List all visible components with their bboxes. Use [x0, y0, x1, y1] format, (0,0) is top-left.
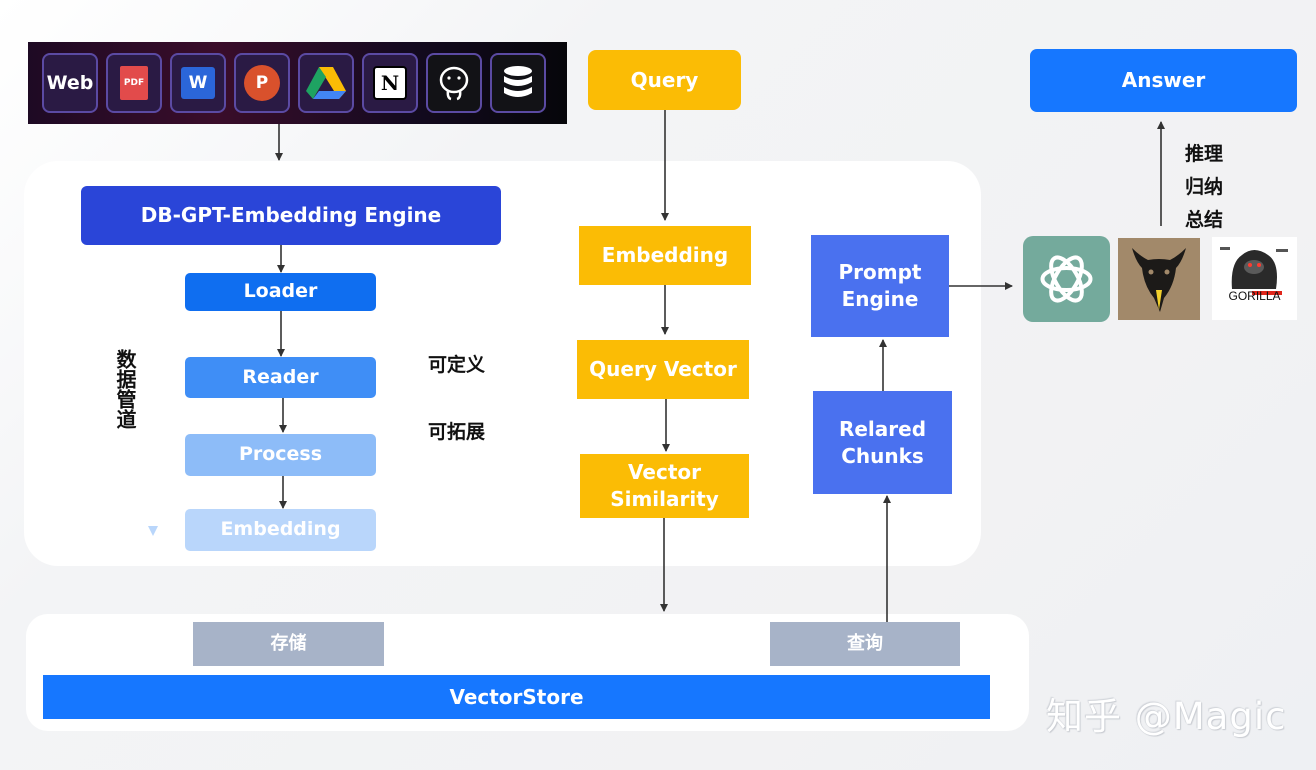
- vicuna-logo-icon: [1118, 238, 1200, 320]
- process-step: Process: [185, 434, 376, 476]
- powerpoint-source-icon: P: [234, 53, 290, 113]
- query-embedding-box: Embedding: [579, 226, 751, 285]
- notion-source-label: N: [380, 71, 400, 95]
- powerpoint-source-label: P: [255, 73, 269, 93]
- pipeline-arrowhead: [148, 526, 158, 536]
- gorilla-logo-icon: GORILLA: [1212, 237, 1297, 320]
- pdf-source-label: PDF: [123, 78, 145, 88]
- related-chunks-line1: Relared: [838, 416, 927, 441]
- prompt-engine-line1: Prompt: [838, 260, 922, 284]
- vector-similarity-box: Vector Similarity: [580, 454, 749, 518]
- related-chunks-line2: Chunks: [841, 443, 924, 468]
- web-source-icon: Web: [42, 53, 98, 113]
- query-vector-box: Query Vector: [577, 340, 749, 399]
- summary-label: 总结: [1185, 209, 1224, 231]
- vector-similarity-line1: Vector: [628, 460, 701, 484]
- embedding-step: Embedding: [185, 509, 376, 551]
- query-box: Query: [588, 50, 741, 110]
- query-label-box: 查询: [770, 622, 960, 666]
- related-chunks-box: Relared Chunks: [813, 391, 952, 494]
- reader-step: Reader: [185, 357, 376, 398]
- pdf-source-icon: PDF: [106, 53, 162, 113]
- postgresql-source-icon: [426, 53, 482, 113]
- database-source-icon: [490, 53, 546, 113]
- vectorstore-bar: VectorStore: [43, 675, 990, 719]
- web-source-label: Web: [46, 72, 94, 94]
- customizable-note: 可定义: [428, 354, 486, 376]
- word-source-label: W: [188, 73, 208, 93]
- prompt-engine-box: Prompt Engine: [811, 235, 949, 337]
- notion-source-icon: N: [362, 53, 418, 113]
- gorilla-label: GORILLA: [1228, 289, 1281, 303]
- data-sources-bar: Web PDF W P N: [28, 42, 567, 124]
- loader-step: Loader: [185, 273, 376, 311]
- chatgpt-logo-icon: [1023, 236, 1110, 322]
- extensible-note: 可拓展: [428, 421, 486, 443]
- prompt-engine-line2: Engine: [841, 287, 919, 311]
- word-source-icon: W: [170, 53, 226, 113]
- reasoning-label: 推理: [1185, 143, 1224, 165]
- pipeline-label: 数据管道: [113, 349, 137, 429]
- induction-label: 归纳: [1185, 176, 1224, 198]
- google-drive-source-icon: [298, 53, 354, 113]
- embedding-engine-box: DB-GPT-Embedding Engine: [81, 186, 501, 245]
- watermark: 知乎 @Magic: [1046, 695, 1287, 738]
- answer-box: Answer: [1030, 49, 1297, 112]
- store-label-box: 存储: [193, 622, 384, 666]
- vector-similarity-line2: Similarity: [610, 487, 719, 511]
